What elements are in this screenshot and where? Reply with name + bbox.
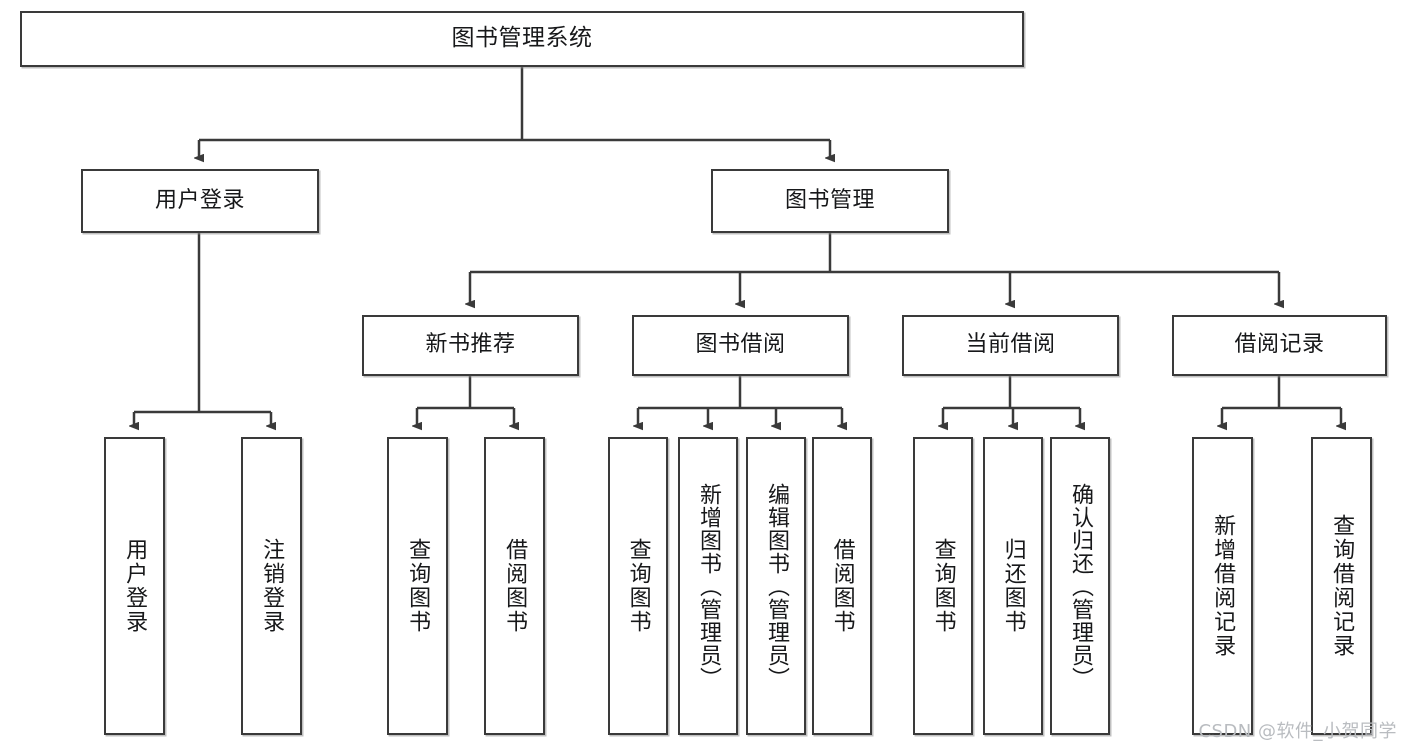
node-leaf-add-book-admin[interactable]: 新增图书（管理员） <box>678 437 738 735</box>
node-leaf-query-books-1-label: 查询图书 <box>405 538 431 634</box>
node-leaf-query-borrow-record[interactable]: 查询借阅记录 <box>1311 437 1372 735</box>
node-new-book-recommend-label: 新书推荐 <box>425 332 516 358</box>
node-book-management-label: 图书管理 <box>784 187 875 213</box>
node-leaf-edit-book-admin[interactable]: 编辑图书（管理员） <box>746 437 806 735</box>
node-leaf-edit-book-admin-label: 编辑图书（管理员） <box>764 482 789 690</box>
node-leaf-confirm-return-admin-label: 确认归还（管理员） <box>1068 482 1093 690</box>
node-leaf-borrow-books-1-label: 借阅图书 <box>502 538 528 634</box>
node-leaf-query-books-3[interactable]: 查询图书 <box>913 437 973 735</box>
node-new-book-recommend[interactable]: 新书推荐 <box>362 315 579 376</box>
node-book-borrow-label: 图书借阅 <box>695 332 786 358</box>
node-leaf-user-login[interactable]: 用户登录 <box>104 437 165 735</box>
watermark: CSDN @软件_小贺同学 <box>1198 721 1397 742</box>
node-leaf-return-books-label: 归还图书 <box>1000 538 1026 634</box>
node-leaf-borrow-books-1[interactable]: 借阅图书 <box>484 437 545 735</box>
node-user-login[interactable]: 用户登录 <box>81 169 319 233</box>
node-leaf-add-book-admin-label: 新增图书（管理员） <box>696 482 721 690</box>
node-leaf-query-books-3-label: 查询图书 <box>930 538 956 634</box>
node-leaf-logout-label: 注销登录 <box>259 538 285 634</box>
node-current-borrow-label: 当前借阅 <box>965 332 1056 358</box>
node-book-management[interactable]: 图书管理 <box>711 169 949 233</box>
node-book-borrow[interactable]: 图书借阅 <box>632 315 849 376</box>
node-leaf-query-books-2-label: 查询图书 <box>625 538 651 634</box>
node-leaf-return-books[interactable]: 归还图书 <box>983 437 1043 735</box>
node-current-borrow[interactable]: 当前借阅 <box>902 315 1119 376</box>
node-leaf-borrow-books-2[interactable]: 借阅图书 <box>812 437 872 735</box>
node-leaf-add-borrow-record[interactable]: 新增借阅记录 <box>1192 437 1253 735</box>
node-leaf-borrow-books-2-label: 借阅图书 <box>829 538 855 634</box>
node-leaf-user-login-label: 用户登录 <box>122 538 148 634</box>
node-root[interactable]: 图书管理系统 <box>20 11 1024 67</box>
node-borrow-record-label: 借阅记录 <box>1234 332 1325 358</box>
node-root-label: 图书管理系统 <box>451 25 593 52</box>
node-leaf-confirm-return-admin[interactable]: 确认归还（管理员） <box>1050 437 1110 735</box>
node-leaf-query-borrow-record-label: 查询借阅记录 <box>1329 514 1355 658</box>
node-leaf-add-borrow-record-label: 新增借阅记录 <box>1210 514 1236 658</box>
node-leaf-query-books-1[interactable]: 查询图书 <box>387 437 448 735</box>
node-leaf-query-books-2[interactable]: 查询图书 <box>608 437 668 735</box>
node-borrow-record[interactable]: 借阅记录 <box>1172 315 1387 376</box>
node-leaf-logout[interactable]: 注销登录 <box>241 437 302 735</box>
node-user-login-label: 用户登录 <box>154 187 245 213</box>
